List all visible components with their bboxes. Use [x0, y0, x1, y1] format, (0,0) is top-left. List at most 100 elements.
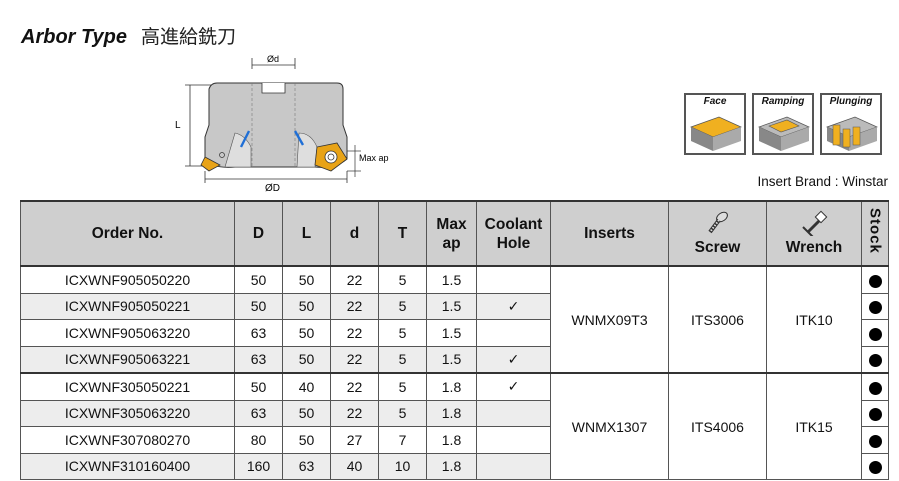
cell-coolant: [476, 452, 551, 480]
cell-coolant: [476, 399, 551, 427]
header-wrench: Wrench: [766, 200, 862, 267]
cell-D: 80: [234, 426, 283, 454]
order-number: ICXWNF305050221: [20, 372, 235, 401]
cell-d: 22: [330, 345, 379, 374]
cell-L: 50: [282, 399, 331, 427]
in-stock-dot-icon: [868, 301, 882, 315]
cell-inserts: WNMX09T3: [550, 265, 669, 374]
cell-maxap: 1.5: [426, 319, 477, 347]
stock-cell: [861, 372, 889, 401]
ramping-icon: Ramping: [752, 93, 814, 155]
stock-cell: [861, 345, 889, 374]
cell-L: 63: [282, 452, 331, 480]
table-row: ICXWNF905050221 50 50 22 5 1.5 ✓: [20, 292, 889, 320]
header-stock: Stock: [861, 200, 889, 267]
in-stock-dot-icon: [868, 408, 882, 422]
cell-coolant: [476, 265, 551, 294]
cell-maxap: 1.8: [426, 426, 477, 454]
in-stock-dot-icon: [868, 381, 882, 395]
cell-d: 22: [330, 372, 379, 401]
cell-maxap: 1.8: [426, 452, 477, 480]
cell-T: 10: [378, 452, 427, 480]
stock-cell: [861, 265, 889, 294]
cell-T: 5: [378, 399, 427, 427]
cell-d: 22: [330, 399, 379, 427]
cell-D: 50: [234, 292, 283, 320]
header-T: T: [378, 200, 427, 267]
cell-maxap: 1.8: [426, 372, 477, 401]
cutter-diagram: Ød L Max ap ØD: [175, 55, 389, 194]
cell-L: 50: [282, 319, 331, 347]
header-maxap: Max ap: [426, 200, 477, 267]
order-number: ICXWNF307080270: [20, 426, 235, 454]
header-coolant: Coolant Hole: [476, 200, 551, 267]
cell-maxap: 1.8: [426, 399, 477, 427]
cell-D: 50: [234, 372, 283, 401]
cell-T: 5: [378, 345, 427, 374]
cell-maxap: 1.5: [426, 265, 477, 294]
cell-D: 63: [234, 399, 283, 427]
cell-d: 22: [330, 292, 379, 320]
stock-cell: [861, 292, 889, 320]
cell-wrench: ITK15: [766, 372, 862, 480]
face-milling-icon: Face: [684, 93, 746, 155]
in-stock-dot-icon: [868, 354, 882, 368]
in-stock-dot-icon: [868, 274, 882, 288]
header-L: L: [282, 200, 331, 267]
cell-T: 5: [378, 319, 427, 347]
spec-table: Order No. D L d T Max ap Coolant Hole In…: [20, 200, 889, 480]
stock-cell: [861, 399, 889, 427]
cell-screw: ITS3006: [668, 265, 767, 374]
table-row: ICXWNF905063220 63 50 22 5 1.5: [20, 319, 889, 347]
cell-D: 63: [234, 345, 283, 374]
cell-d: 27: [330, 426, 379, 454]
header-d: d: [330, 200, 379, 267]
cell-L: 50: [282, 345, 331, 374]
cell-wrench: ITK10: [766, 265, 862, 374]
table-row: ICXWNF310160400 160 63 40 10 1.8: [20, 452, 889, 480]
order-number: ICXWNF905050220: [20, 265, 235, 294]
cell-inserts: WNMX1307: [550, 372, 669, 480]
dim-d-label: Ød: [267, 55, 279, 64]
screw-icon: [707, 211, 728, 234]
table-row: ICXWNF305063220 63 50 22 5 1.8: [20, 399, 889, 427]
cell-coolant: [476, 319, 551, 347]
cell-screw: ITS4006: [668, 372, 767, 480]
cell-maxap: 1.5: [426, 292, 477, 320]
cell-T: 5: [378, 372, 427, 401]
in-stock-dot-icon: [868, 461, 882, 475]
order-number: ICXWNF305063220: [20, 399, 235, 427]
in-stock-dot-icon: [868, 327, 882, 341]
cell-D: 50: [234, 265, 283, 294]
cell-coolant: [476, 426, 551, 454]
cell-maxap: 1.5: [426, 345, 477, 374]
cell-L: 50: [282, 426, 331, 454]
cell-D: 160: [234, 452, 283, 480]
header-order: Order No.: [20, 200, 235, 267]
order-number: ICXWNF905063220: [20, 319, 235, 347]
order-number: ICXWNF905050221: [20, 292, 235, 320]
title-english: Arbor Type: [21, 26, 127, 48]
cell-L: 50: [282, 292, 331, 320]
cell-T: 5: [378, 292, 427, 320]
cell-coolant: ✓: [476, 372, 551, 401]
plunging-icon: Plunging: [820, 93, 882, 155]
dim-D-label: ØD: [265, 183, 280, 194]
dim-L-label: L: [175, 120, 181, 131]
page-title: Arbor Type 高進給銑刀: [21, 22, 236, 49]
header-screw: Screw: [668, 200, 767, 267]
table-row: ICXWNF305050221 50 40 22 5 1.8 ✓ WNMX130…: [20, 372, 889, 480]
table-row: ICXWNF905050220 50 50 22 5 1.5 WNMX09T3 …: [20, 265, 889, 374]
cell-L: 50: [282, 265, 331, 294]
header-inserts: Inserts: [550, 200, 669, 267]
in-stock-dot-icon: [868, 434, 882, 448]
cell-d: 22: [330, 265, 379, 294]
table-row: ICXWNF905063221 63 50 22 5 1.5 ✓: [20, 345, 889, 374]
cell-T: 7: [378, 426, 427, 454]
cell-coolant: ✓: [476, 345, 551, 374]
cell-L: 40: [282, 372, 331, 401]
stock-cell: [861, 319, 889, 347]
order-number: ICXWNF310160400: [20, 452, 235, 480]
table-row: ICXWNF307080270 80 50 27 7 1.8: [20, 426, 889, 454]
cell-d: 22: [330, 319, 379, 347]
